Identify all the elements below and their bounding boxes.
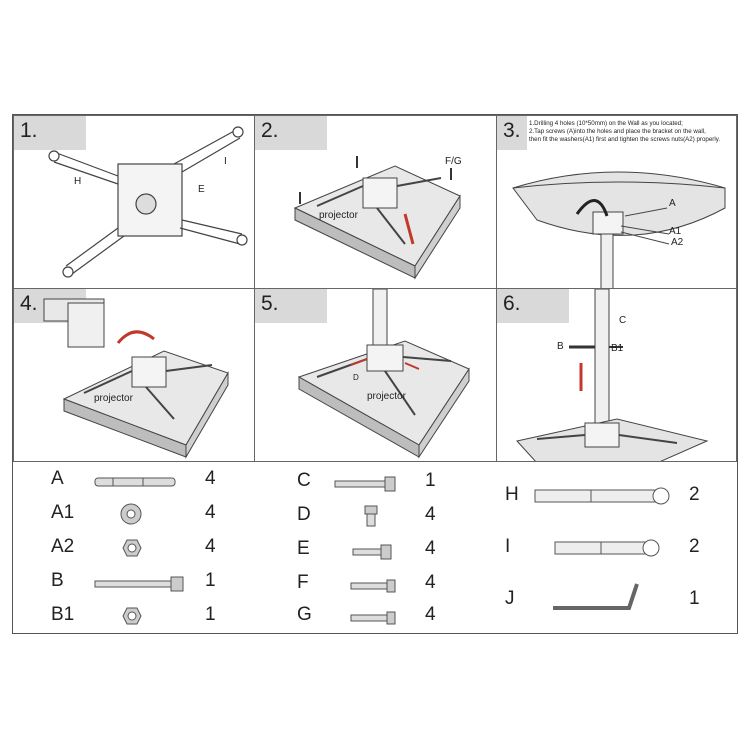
label-a: A (669, 198, 676, 209)
part-letter: G (297, 604, 312, 625)
screw-icon (350, 579, 396, 593)
step-number: 3. (503, 119, 521, 142)
bracket-on-projector-illustration (293, 156, 461, 280)
label-a1: A1 (669, 226, 682, 237)
long-bolt-icon (94, 477, 176, 487)
installation-instructions: 1.Drilling 4 holes (10*50mm) on the Wall… (529, 120, 729, 144)
step-1-panel: 1. H I E (13, 115, 255, 289)
part-qty: 4 (425, 604, 436, 625)
step-number-box: 1. (14, 116, 86, 150)
short-screw-icon (364, 505, 378, 527)
step-number-box: 3. (497, 116, 527, 150)
label-b: B (557, 341, 564, 352)
ceiling-mount-illustration (512, 171, 726, 288)
step-number-box: 5. (255, 289, 327, 323)
part-letter: B (51, 570, 64, 591)
part-letter: A2 (51, 536, 75, 557)
part-row-b: B 1 (13, 568, 253, 598)
part-qty: 1 (205, 604, 216, 625)
step-number-box: 6. (497, 289, 569, 323)
part-qty: 1 (205, 570, 216, 591)
hex-nut-icon (122, 607, 142, 625)
label-h: H (74, 176, 82, 187)
step-4-panel: 4. projector (13, 288, 255, 462)
nut-icon (122, 539, 142, 557)
part-qty: 1 (425, 470, 436, 491)
part-letter: E (297, 538, 310, 559)
label-c: C (619, 315, 627, 326)
label-projector: projector (319, 210, 358, 221)
step-number-box: 2. (255, 116, 327, 150)
part-row-a2: A2 4 (13, 534, 253, 564)
step-2-panel: 2. projector F/G (254, 115, 497, 289)
attach-pole-illustration (43, 298, 229, 459)
part-row-c: C 1 (253, 468, 493, 498)
screw-icon (334, 476, 396, 492)
part-row-j: J 1 (493, 583, 733, 616)
instruction-sheet: 1. H I E 2. (12, 114, 738, 634)
instruction-line: then fit the washers(A1) first and tight… (529, 136, 721, 143)
hex-bolt-icon (94, 576, 184, 592)
part-letter: J (505, 588, 515, 609)
step-number: 5. (261, 292, 279, 315)
part-qty: 4 (425, 504, 436, 525)
part-row-h: H 2 (493, 482, 733, 512)
arm-bracket-icon (534, 487, 670, 505)
instruction-line: 2.Tap screws (A)into the holes and place… (529, 128, 706, 135)
part-letter: F (297, 572, 309, 593)
label-a2: A2 (671, 237, 684, 248)
part-qty: 4 (205, 536, 216, 557)
part-letter: D (297, 504, 311, 525)
label-b1: B1 (611, 343, 624, 354)
part-letter: A1 (51, 502, 75, 523)
label-fg: F/G (445, 156, 462, 167)
part-qty: 4 (425, 538, 436, 559)
step-number: 1. (20, 119, 38, 142)
part-letter: I (505, 536, 511, 557)
screw-icon (352, 544, 392, 560)
part-qty: 4 (205, 502, 216, 523)
part-letter: B1 (51, 604, 75, 625)
part-row-a1: A1 4 (13, 500, 253, 530)
part-qty: 2 (689, 484, 700, 505)
part-letter: H (505, 484, 519, 505)
part-row-b1: B1 1 (13, 602, 253, 632)
part-qty: 4 (205, 468, 216, 489)
hex-key-icon (553, 583, 639, 610)
part-qty: 2 (689, 536, 700, 557)
label-projector: projector (367, 391, 406, 402)
part-row-a: A 4 (13, 466, 253, 496)
part-qty: 4 (425, 572, 436, 593)
step-number: 2. (261, 119, 279, 142)
screw-icon (350, 611, 396, 625)
step-number: 6. (503, 292, 521, 315)
part-letter: C (297, 470, 311, 491)
bracket-exploded-illustration (48, 126, 248, 278)
washer-icon (120, 503, 142, 525)
parts-list: A 4 A1 4 A2 4 B 1 (13, 461, 737, 634)
secure-pole-illustration (297, 289, 470, 459)
arm-bracket-icon (554, 539, 660, 557)
part-letter: A (51, 468, 64, 489)
step-6-panel: 6. B B1 C (496, 288, 737, 462)
label-projector: projector (94, 393, 133, 404)
part-row-e: E 4 (253, 536, 493, 566)
label-i: I (224, 156, 227, 167)
part-row-i: I 2 (493, 534, 733, 564)
instruction-line: 1.Drilling 4 holes (10*50mm) on the Wall… (529, 120, 683, 127)
part-row-g: G 4 (253, 602, 493, 632)
label-d: D (353, 373, 359, 382)
step-5-panel: 5. projector D (254, 288, 497, 462)
part-row-d: D 4 (253, 502, 493, 532)
adjust-height-illustration (516, 289, 709, 461)
part-row-f: F 4 (253, 570, 493, 600)
part-qty: 1 (689, 588, 700, 609)
step-number: 4. (20, 292, 38, 315)
step-3-panel: 3. 1.Drilling 4 holes (10*50mm) on the W… (496, 115, 737, 289)
label-e: E (198, 184, 205, 195)
